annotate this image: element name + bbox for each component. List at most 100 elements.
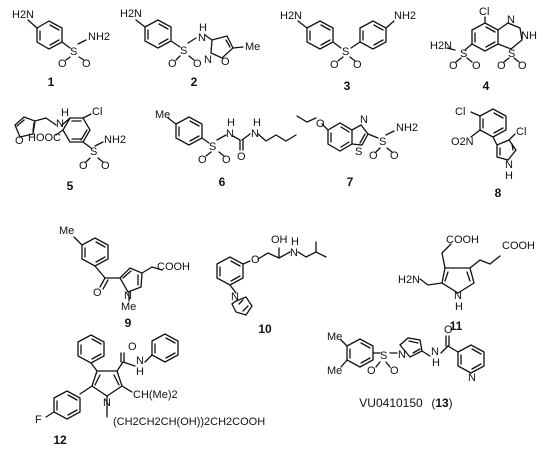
group-label: F [35,414,42,426]
group-label: H2N [430,40,452,52]
group-label: N [290,247,298,259]
group-label: H2N [120,8,142,20]
group-label: OH [271,234,288,246]
group-label: N [468,372,476,384]
group-label: Cl [455,106,465,118]
compound-number: 6 [219,175,226,189]
group-label: Me [155,109,170,121]
group-label: N [136,355,144,367]
structure-13: Me Me S O O N N H O N VU0410150 (13) [327,324,485,410]
group-label: O [82,58,91,70]
compound-number: 11 [450,319,463,333]
group-label: NH2 [88,31,110,43]
group-label: COOH [502,240,535,252]
group-label: H [505,170,513,182]
group-label: NH2 [394,10,416,22]
group-label: N [56,118,64,130]
group-label: Me [327,331,342,343]
group-label: O [251,254,260,266]
group-label: O [93,287,102,299]
group-label: N [360,114,368,126]
group-label: Cl [516,126,526,138]
group-label: COOH [157,261,190,273]
structure-9: Me O N Me COOH 9 [59,225,190,330]
group-label: O [444,324,453,336]
group-label: O [353,59,362,71]
structure-12: O N H F N CH(Me)2 (CH2CH2CH(OH))2CH2COOH… [35,333,265,447]
group-label: O2N [451,136,474,148]
group-label: Me [59,225,74,237]
group-label: H2N [280,10,302,22]
group-label: S [342,46,349,58]
compound-number: 3 [344,79,351,93]
group-label: O [168,58,177,70]
group-label: H [61,107,69,119]
group-label: COOH [446,234,479,246]
group-label: H [291,236,299,248]
compound-number-value: 13 [435,396,449,410]
group-label: N [454,290,462,302]
group-label: CH(Me)2 [133,389,178,401]
structure-6: Me S O O H N O H N 6 [155,109,297,189]
compound-number: 5 [67,179,74,193]
group-label: O [101,160,110,172]
group-label: S [508,48,515,60]
group-label: Me [327,365,342,377]
structure-10: O OH H N N 10 [216,234,327,336]
group-label: O [390,365,399,377]
group-label: S [209,141,216,153]
compound-number: 10 [258,322,272,336]
group-label: H [432,357,440,369]
group-label: HOOC [28,132,61,144]
group-label: O [497,60,506,72]
compound-number: 1 [48,75,55,89]
group-label: O [198,154,207,166]
structure-3: H2N S O O NH2 3 [280,10,416,93]
group-label: H2N [12,9,34,21]
compound-number: 7 [347,175,354,189]
structure-1: H2N S O O NH2 1 [12,9,110,89]
group-label: O [390,150,399,162]
group-label: N [103,397,111,409]
group-label: N [505,159,513,171]
group-label: S [379,136,386,148]
group-label: O [449,60,458,72]
group-label: H [136,366,144,378]
group-label: N [398,349,406,361]
group-label: NH2 [396,122,418,134]
group-label: H [227,117,235,129]
compound-number: 8 [495,186,502,200]
group-label: H [199,22,207,34]
group-label: N [198,32,206,44]
group-label: S [90,146,97,158]
group-label: Cl [479,6,489,18]
group-label: Me [121,301,136,313]
structure-2: H2N S O O H N N O Me 2 [120,8,260,89]
group-label: N [231,291,239,303]
group-label: O [58,58,67,70]
group-label: O [369,150,378,162]
group-label: O [316,118,325,130]
group-label: S [460,48,467,60]
group-label: N [251,128,259,140]
group-label: N [431,346,439,358]
group-label: S [180,45,187,57]
group-label: N [507,14,515,26]
structure-8: Cl O2N Cl N H 8 [451,106,526,200]
structure-4: Cl N NH H2N S O O S O O 4 [430,6,537,93]
compound-number: 9 [125,316,132,330]
group-label: (CH2CH2CH(OH))2CH2COOH [113,416,265,428]
group-label: N [204,54,212,66]
compound-number: (13) [431,396,452,410]
group-label: H [253,117,261,129]
compound-number: 12 [53,433,67,447]
compound-number: 2 [191,75,198,89]
structure-11: COOH COOH H2N N H 11 [398,234,535,333]
group-label: N [124,290,132,302]
group-label: O [237,151,246,163]
group-label: O [367,365,376,377]
group-label: O [222,154,231,166]
group-label: O [518,60,527,72]
